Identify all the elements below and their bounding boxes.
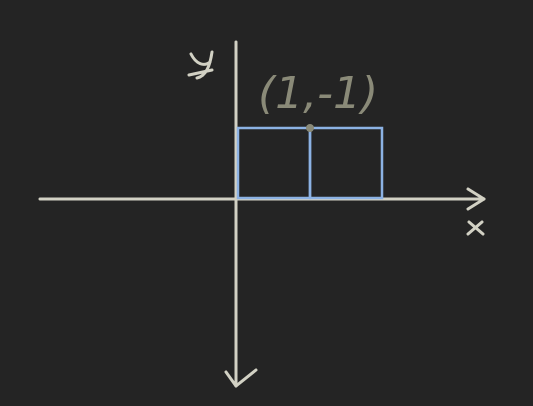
y-axis-arrowhead — [224, 368, 258, 388]
coordinate-annotation: (1,-1) — [258, 68, 378, 119]
x-axis-arrowhead — [466, 187, 486, 211]
y-axis-label-glyph — [187, 50, 214, 80]
right-square — [308, 126, 384, 200]
left-square — [236, 126, 312, 200]
x-axis-label-glyph — [466, 220, 485, 236]
annotation-point — [306, 124, 314, 132]
